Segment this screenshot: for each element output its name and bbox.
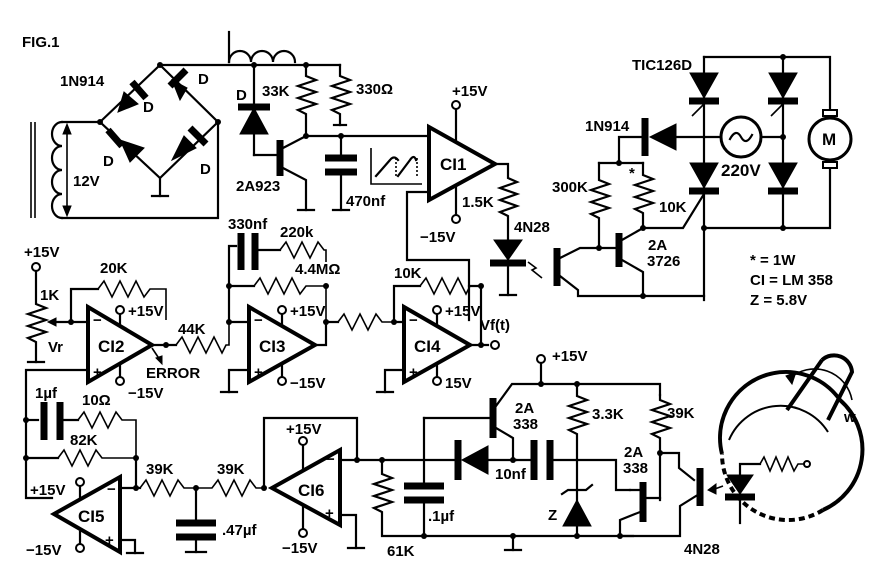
ci4-vminus: 15V [445, 375, 472, 392]
ci3-rfb2-label: 4.4MΩ [295, 261, 340, 278]
ramp-diode-label: D [236, 87, 247, 104]
ci5-cfb-label: 1µf [35, 385, 58, 402]
ci3-vminus: −15V [290, 375, 325, 392]
ci2-vminus: −15V [128, 385, 163, 402]
opamp-ci1: CI1 [427, 100, 500, 224]
ci4-output-label: Vf(t) [480, 317, 510, 334]
tacho-t2-line2: 338 [623, 460, 648, 477]
ci2-supply: +15V [24, 244, 59, 261]
note-1: * = 1W [750, 252, 796, 269]
tacho-t1-line2: 338 [513, 416, 538, 433]
svg-text:−: − [93, 312, 102, 329]
svg-text:−: − [409, 312, 418, 329]
ci4-rfb-label: 10K [394, 265, 422, 282]
svg-text:+: + [105, 532, 114, 549]
ac-source-icon [719, 115, 763, 159]
filter-r1-label: 39K [146, 461, 174, 478]
scr-label: TIC126D [632, 57, 692, 74]
tacho-disc-icon [707, 353, 865, 525]
tacho-opto-label: 4N28 [684, 541, 720, 558]
triac-transistor-line1: 2A [648, 237, 667, 254]
diode-label-4: D [200, 161, 211, 178]
ci6-vminus: −15V [282, 540, 317, 557]
motor-icon: M [807, 109, 853, 169]
diode-label-1: D [143, 99, 154, 116]
vf-output-terminal[interactable] [490, 340, 500, 350]
ci6-vplus: +15V [286, 421, 321, 438]
ci5-rfb2-label: 82K [70, 432, 98, 449]
tacho-r2-label: 39K [667, 405, 695, 422]
ci5-vminus: −15V [26, 542, 61, 559]
note-2: CI = LM 358 [750, 272, 833, 289]
opamp-ci3: CI3 − + [247, 303, 320, 386]
ramp-r1-label: 33K [262, 83, 290, 100]
motor-label: M [822, 130, 836, 149]
transformer-voltage: 12V [73, 173, 100, 190]
ci1-opto-label: 4N28 [514, 219, 550, 236]
triac-transistor-line2: 3726 [647, 253, 680, 270]
triac-r2-label: 10K [659, 199, 687, 216]
svg-text:+: + [325, 505, 334, 522]
rotation-label: w [843, 409, 856, 426]
ci1-vminus: −15V [420, 229, 455, 246]
ci2-rout-label: 44K [178, 321, 206, 338]
opamp-ci4: CI4 − + [402, 303, 475, 386]
opamp-ci2: CI2 − + [86, 303, 156, 386]
bridge-diode-type: 1N914 [60, 73, 105, 90]
filter-cap-label: .47µf [222, 522, 257, 539]
ci1-vplus: +15V [452, 83, 487, 100]
mains-voltage: 220V [721, 161, 761, 180]
ci4-label: CI4 [414, 337, 441, 356]
svg-text:+: + [93, 364, 102, 381]
ci5-rfb1-label: 10Ω [82, 392, 111, 409]
inductor [227, 30, 297, 64]
ci1-rout-label: 1.5K [462, 194, 494, 211]
ramp-r2-label: 330Ω [356, 81, 393, 98]
ci2-vplus: +15V [128, 303, 163, 320]
ramp-waveform-icon [370, 148, 422, 185]
tacho-supply: +15V [552, 348, 587, 365]
ci2-pot-vr: Vr [48, 339, 63, 356]
svg-text:+: + [254, 364, 263, 381]
svg-text:−: − [107, 481, 116, 498]
filter-r2-label: 39K [217, 461, 245, 478]
zener-label: Z [548, 507, 557, 524]
transformer [30, 120, 72, 220]
tacho-t1-line1: 2A [515, 400, 534, 417]
tacho-cap-label: 10nf [495, 466, 527, 483]
tacho-r1-label: 3.3K [592, 406, 624, 423]
bridge-rectifier [97, 62, 221, 198]
diode-label-3: D [103, 153, 114, 170]
tacho-t2-line1: 2A [624, 444, 643, 461]
svg-text:−: − [254, 312, 263, 329]
ci3-rfb1-label: 220k [280, 224, 314, 241]
triac-r2-marker: * [629, 165, 635, 182]
ci5-vplus: +15V [30, 482, 65, 499]
ramp-cap-label: 470nf [346, 193, 386, 210]
svg-text:−: − [326, 451, 335, 468]
ci3-vplus: +15V [290, 303, 325, 320]
ci2-pot-label: 1K [40, 287, 59, 304]
triac-r1-label: 300K [552, 179, 588, 196]
ci3-label: CI3 [259, 337, 285, 356]
ci4-vplus: +15V [445, 303, 480, 320]
gate-diode-label: 1N914 [585, 118, 630, 135]
svg-text:+: + [409, 364, 418, 381]
figure-title: FIG.1 [22, 34, 60, 51]
opamp-ci6: CI6 − + [267, 436, 342, 538]
tacho-rload-label: 61K [387, 543, 415, 560]
opamp-ci5: CI5 − + [49, 473, 122, 556]
ci6-label: CI6 [298, 481, 324, 500]
ramp-transistor-label: 2A923 [236, 178, 280, 195]
tacho-cload-label: .1µf [428, 508, 455, 525]
ci5-label: CI5 [78, 507, 104, 526]
ci2-rfb-label: 20K [100, 260, 128, 277]
diode-label-2: D [198, 71, 209, 88]
ci3-cfb-label: 330nf [228, 216, 268, 233]
error-label: ERROR [146, 365, 200, 382]
note-3: Z = 5.8V [750, 292, 807, 309]
ci2-label: CI2 [98, 337, 124, 356]
ci1-label: CI1 [440, 155, 466, 174]
